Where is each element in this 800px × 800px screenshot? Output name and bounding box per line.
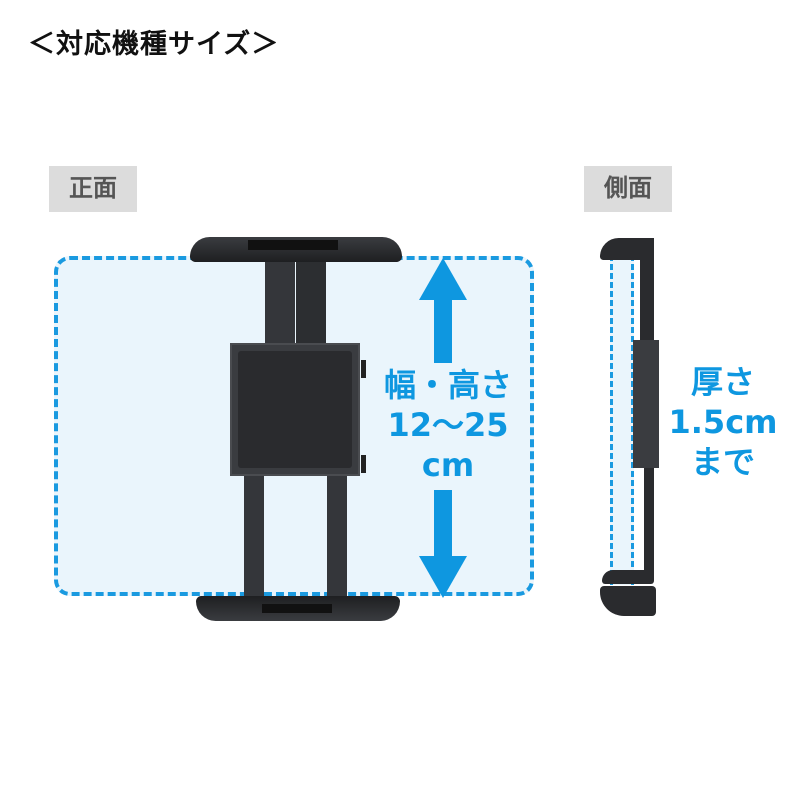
- arrow-up-icon: [419, 258, 467, 300]
- front-dimension-label: 幅・高さ 12〜25 cm: [383, 366, 512, 484]
- page-title: ＜対応機種サイズ＞: [28, 29, 280, 60]
- front-view-label: 正面: [49, 166, 137, 212]
- side-dimension-label: 厚さ 1.5cm まで: [668, 363, 778, 481]
- arrow-down-icon: [419, 556, 467, 598]
- arrow-shaft-bottom: [434, 490, 452, 558]
- holder-plate: [230, 343, 360, 476]
- arrow-shaft-top: [434, 298, 452, 363]
- side-view-label: 側面: [584, 166, 672, 212]
- thickness-area: [610, 255, 634, 585]
